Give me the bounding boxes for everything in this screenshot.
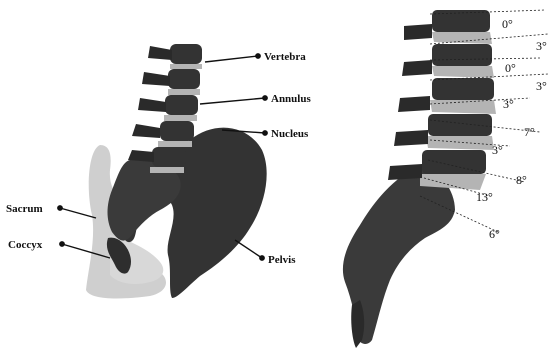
vertebra <box>432 10 490 32</box>
left-figure: Vertebra Annulus Nucleus Sacrum Coccyx P… <box>6 44 311 298</box>
annulus-disc <box>168 89 200 95</box>
right-figure: 0° 3° 0° 3° 3° 7° 3° 8° 13° 6° <box>343 10 548 348</box>
label-sacrum: Sacrum <box>6 203 43 215</box>
angle-label-10: 6° <box>489 227 500 241</box>
vertebra <box>160 121 194 141</box>
angle-label-3: 0° <box>505 61 516 75</box>
label-coccyx: Coccyx <box>8 239 43 251</box>
angle-label-9: 13° <box>476 190 493 204</box>
annulus-disc <box>170 64 202 69</box>
angle-label-5: 3° <box>503 97 514 111</box>
annulus-disc <box>150 167 184 173</box>
disc <box>426 136 494 150</box>
label-nucleus: Nucleus <box>271 128 309 140</box>
vertebra <box>422 150 486 174</box>
vertebra <box>168 69 200 89</box>
angle-label-6: 7° <box>524 125 535 139</box>
annulus-disc <box>164 115 197 121</box>
angle-label-7: 3° <box>492 143 503 157</box>
label-vertebra: Vertebra <box>264 51 306 63</box>
angle-label-4: 3° <box>536 79 547 93</box>
vertebra <box>170 44 202 64</box>
angle-label-2: 3° <box>536 39 547 53</box>
label-annulus: Annulus <box>271 93 311 105</box>
vertebra <box>428 114 492 136</box>
vertebra <box>432 78 494 100</box>
lumbar-column <box>388 10 496 190</box>
vertebra <box>165 95 198 115</box>
vertebra <box>432 44 492 66</box>
label-pelvis: Pelvis <box>268 254 296 266</box>
disc <box>432 66 494 78</box>
vertebra <box>152 147 186 167</box>
angle-label-8: 8° <box>516 173 527 187</box>
annulus-disc <box>158 141 192 147</box>
angle-label-1: 0° <box>502 17 513 31</box>
disc <box>432 32 492 44</box>
